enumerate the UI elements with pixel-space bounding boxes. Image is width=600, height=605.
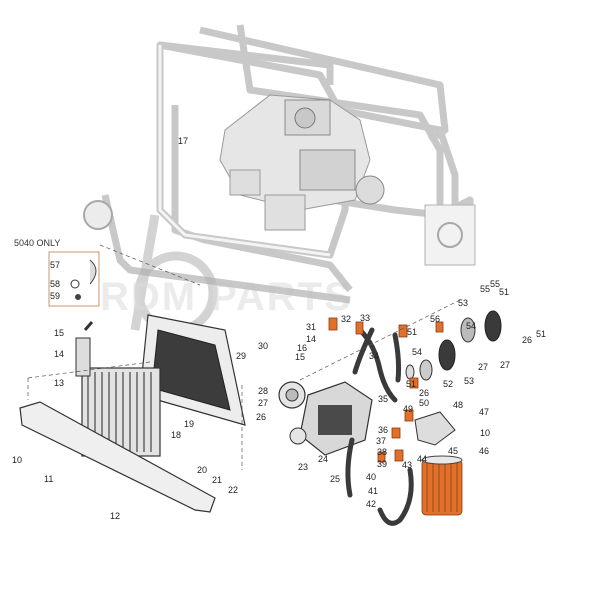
callout-37: 37 [376, 436, 386, 446]
callout-19: 19 [184, 419, 194, 429]
callout-44: 44 [417, 454, 427, 464]
callout-24: 24 [318, 454, 328, 464]
hydraulic-pump [278, 381, 373, 456]
watermark-text: RDM PARTS [100, 275, 353, 319]
pivot-mount [83, 200, 113, 230]
callout-41: 41 [368, 486, 378, 496]
callout-32: 32 [341, 314, 351, 324]
callout-10: 10 [480, 428, 490, 438]
callout-12: 12 [110, 511, 120, 521]
callout-26: 26 [522, 335, 532, 345]
callout-58: 58 [50, 279, 60, 289]
callout-11: 11 [44, 474, 53, 484]
callout-51: 51 [536, 329, 546, 339]
callout-54: 54 [412, 347, 422, 357]
callout-52: 52 [443, 379, 453, 389]
callout-15: 15 [54, 328, 64, 338]
callout-27: 27 [258, 398, 268, 408]
callout-22: 22 [228, 485, 238, 495]
callout-31: 31 [306, 322, 316, 332]
callout-26: 26 [419, 388, 429, 398]
callout-35: 35 [378, 394, 388, 404]
callout-51: 51 [406, 379, 416, 389]
callout-43: 43 [402, 460, 412, 470]
callout-25: 25 [330, 474, 340, 484]
callout-57: 57 [50, 260, 60, 270]
callout-40: 40 [366, 472, 376, 482]
pulley-set [405, 310, 502, 381]
callout-33: 33 [360, 313, 370, 323]
bottom-guard [19, 401, 216, 513]
callout-38: 38 [377, 447, 387, 457]
callout-50: 50 [419, 398, 429, 408]
callout-17: 17 [178, 136, 188, 146]
callout-29: 29 [236, 351, 246, 361]
callout-51: 51 [407, 327, 417, 337]
callout-13: 13 [54, 378, 64, 388]
callout-28: 28 [258, 386, 268, 396]
callout-49: 49 [403, 404, 413, 414]
callout-55: 55 [490, 279, 500, 289]
callout-16: 16 [297, 343, 307, 353]
callout-54: 54 [466, 321, 476, 331]
callout-36: 36 [378, 425, 388, 435]
callout-47: 47 [479, 407, 489, 417]
rear-bracket [424, 204, 476, 266]
note-5040-only: 5040 ONLY [14, 238, 60, 248]
chassis-frame [83, 24, 476, 304]
callout-23: 23 [298, 462, 308, 472]
callout-55: 55 [480, 284, 490, 294]
callout-39: 39 [377, 459, 387, 469]
callout-20: 20 [197, 465, 207, 475]
callout-14: 14 [306, 334, 316, 344]
callout-48: 48 [453, 400, 463, 410]
callout-51: 51 [499, 287, 509, 297]
callout-18: 18 [171, 430, 181, 440]
callout-14: 14 [54, 349, 64, 359]
callouts: 10 10 11 12 13 14 14 15 15 16 17 18 19 2… [12, 136, 546, 521]
callout-53: 53 [458, 298, 468, 308]
callout-21: 21 [212, 475, 222, 485]
callout-59: 59 [50, 291, 60, 301]
oil-filter [421, 459, 463, 516]
callout-42: 42 [366, 499, 376, 509]
callout-56: 56 [430, 314, 440, 324]
inset-5040-only: 5040 ONLY [14, 238, 100, 307]
callout-53: 53 [464, 376, 474, 386]
callout-46: 46 [479, 446, 489, 456]
assembly-lines [27, 244, 461, 470]
filter-assembly [414, 411, 463, 516]
callout-15: 15 [295, 352, 305, 362]
hoses [345, 327, 414, 526]
callout-27: 27 [500, 360, 510, 370]
callout-34: 34 [369, 351, 379, 361]
callout-10: 10 [12, 455, 22, 465]
callout-27: 27 [478, 362, 488, 372]
fittings [328, 317, 444, 463]
callout-30: 30 [258, 341, 268, 351]
callout-45: 45 [448, 446, 458, 456]
callout-26: 26 [256, 412, 266, 422]
engine [219, 94, 385, 231]
